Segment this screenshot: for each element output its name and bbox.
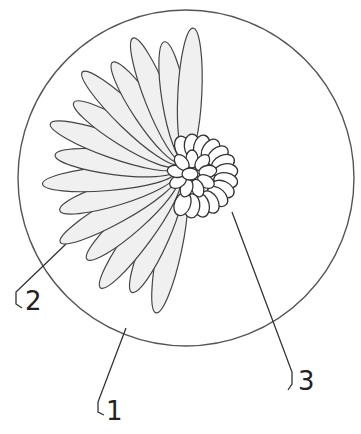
leader-line — [232, 212, 292, 390]
disk-floret — [182, 168, 198, 180]
callout-number: 1 — [106, 398, 123, 424]
callout-number: 3 — [298, 368, 315, 394]
leader-lines — [16, 212, 292, 415]
outline-circle — [18, 10, 354, 346]
disk-florets — [166, 133, 238, 218]
callout-number: 2 — [25, 288, 42, 314]
ray-florets — [42, 28, 206, 316]
